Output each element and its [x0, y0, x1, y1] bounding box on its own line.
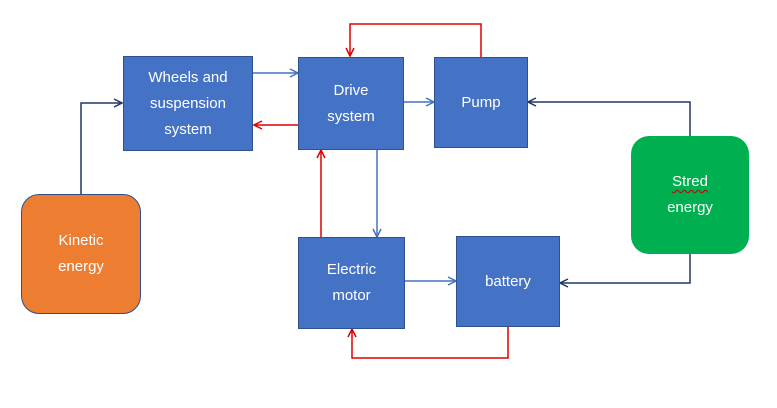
drive-system-label: Drive system — [327, 81, 375, 125]
electric-motor-node: Electric motor — [298, 237, 405, 329]
arrow-stored-to-pump — [528, 102, 691, 136]
stored-word: Stred — [672, 173, 708, 190]
arrow-pump-to-drive — [350, 23, 482, 57]
stored-rest: energy — [667, 199, 713, 216]
pump-node: Pump — [434, 57, 528, 148]
electric-motor-label: Electric motor — [326, 261, 377, 304]
kinetic-energy-label: Kinetic energy — [58, 232, 104, 275]
battery-label: battery — [485, 272, 531, 290]
stored-energy-node: Stred energy — [631, 136, 749, 254]
arrow-stored-to-battery — [560, 254, 691, 283]
drive-system-node: Drive system — [298, 57, 404, 150]
kinetic-energy-node: Kinetic energy — [21, 194, 141, 314]
wheels-suspension-label: Wheels and suspension system — [148, 68, 228, 138]
pump-label: Pump — [461, 93, 501, 111]
battery-node: battery — [456, 236, 560, 327]
arrow-battery-to-motor — [352, 327, 509, 359]
stored-energy-label: Stred energy — [667, 169, 713, 221]
arrow-kinetic-to-wheels — [80, 103, 122, 194]
wheels-suspension-node: Wheels and suspension system — [123, 56, 253, 151]
